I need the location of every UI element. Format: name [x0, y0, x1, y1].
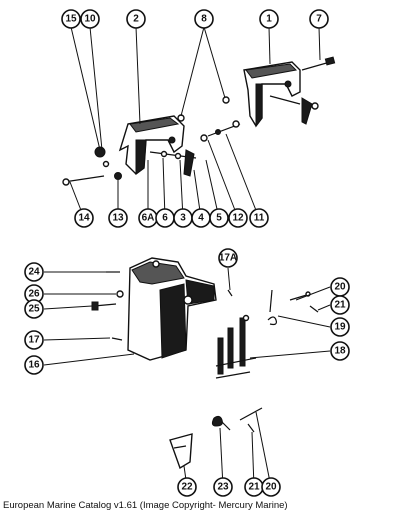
callout-23: 23 [213, 477, 233, 497]
callout-13: 13 [108, 208, 128, 228]
bolt-25 [91, 301, 117, 311]
callout-10: 10 [80, 9, 100, 29]
svg-text:15: 15 [65, 14, 77, 25]
pin-assembly-left [62, 146, 122, 186]
svg-text:7: 7 [316, 14, 322, 25]
bottom-parts [169, 407, 263, 470]
callout-11: 11 [249, 208, 269, 228]
callout-25: 25 [24, 299, 44, 319]
callout-20-right: 20 [330, 277, 350, 297]
callout-19: 19 [330, 317, 350, 337]
svg-text:19: 19 [334, 322, 346, 333]
svg-text:8: 8 [201, 14, 207, 25]
callout-7: 7 [309, 9, 329, 29]
svg-text:14: 14 [78, 213, 90, 224]
tilt-lock-linkage [215, 289, 319, 379]
clamp-bracket-right [243, 61, 319, 128]
svg-text:12: 12 [232, 213, 244, 224]
callout-14: 14 [74, 208, 94, 228]
callout-2: 2 [126, 9, 146, 29]
washer-8b [222, 96, 230, 104]
pin-17 [111, 337, 123, 341]
svg-text:25: 25 [28, 304, 40, 315]
callout-18: 18 [330, 341, 350, 361]
svg-text:5: 5 [216, 213, 222, 224]
callout-20-bottom: 20 [261, 477, 281, 497]
svg-text:20: 20 [334, 282, 346, 293]
swivel-bracket [127, 257, 217, 361]
svg-text:3: 3 [180, 213, 186, 224]
svg-text:10: 10 [84, 14, 96, 25]
image-caption: European Marine Catalog v1.61 (Image Cop… [3, 500, 288, 511]
callout-1: 1 [259, 9, 279, 29]
svg-text:22: 22 [181, 482, 193, 493]
callout-6: 6 [155, 208, 175, 228]
clamp-bracket-left [118, 115, 197, 177]
callout-24: 24 [24, 262, 44, 282]
svg-text:21: 21 [334, 300, 346, 311]
svg-text:26: 26 [28, 289, 40, 300]
svg-text:20: 20 [265, 482, 277, 493]
svg-text:18: 18 [334, 346, 346, 357]
callout-21-bottom: 21 [244, 477, 264, 497]
callout-3: 3 [173, 208, 193, 228]
svg-text:13: 13 [112, 213, 124, 224]
svg-text:17A: 17A [219, 253, 237, 264]
svg-text:23: 23 [217, 482, 229, 493]
svg-text:1: 1 [266, 14, 272, 25]
svg-text:24: 24 [28, 267, 40, 278]
svg-text:6: 6 [162, 213, 168, 224]
svg-text:16: 16 [28, 360, 40, 371]
callout-12: 12 [228, 208, 248, 228]
bolt-7 [301, 56, 336, 71]
svg-text:2: 2 [133, 14, 139, 25]
pin-17A [227, 289, 233, 297]
callout-4: 4 [191, 208, 211, 228]
callout-15: 15 [61, 9, 81, 29]
callout-16: 16 [24, 355, 44, 375]
adjusting-screw [200, 120, 241, 142]
callout-8: 8 [194, 9, 214, 29]
svg-text:4: 4 [198, 213, 204, 224]
callout-21-right: 21 [330, 295, 350, 315]
svg-text:11: 11 [254, 213, 265, 224]
svg-text:21: 21 [248, 482, 260, 493]
svg-text:6A: 6A [142, 213, 155, 224]
callout-5: 5 [209, 208, 229, 228]
callout-6A: 6A [138, 208, 158, 228]
callout-17: 17 [24, 330, 44, 350]
svg-text:17: 17 [28, 335, 40, 346]
washer-26 [116, 290, 124, 298]
callout-17A: 17A [218, 248, 238, 268]
callout-22: 22 [177, 477, 197, 497]
